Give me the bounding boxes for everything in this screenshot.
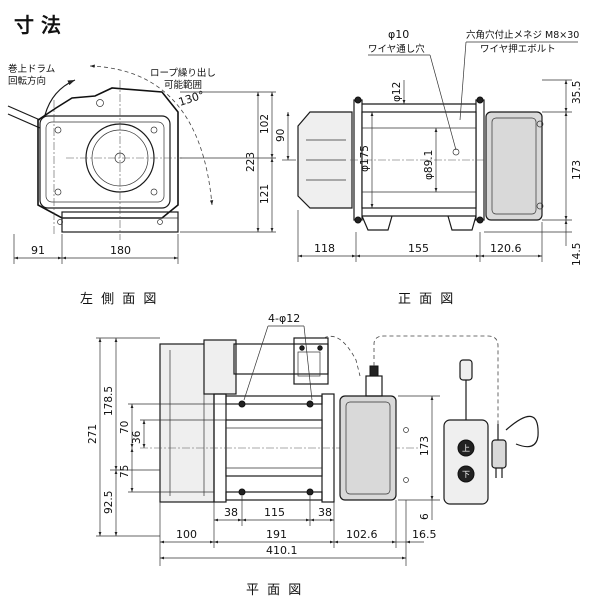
- dim-plan-173: 173: [419, 436, 431, 456]
- dim-plan-16-5: 16.5: [412, 528, 437, 541]
- dim-side-91: 91: [31, 244, 45, 257]
- dim-plan-271: 271: [87, 424, 99, 444]
- page-title: 寸 法: [14, 13, 61, 37]
- dim-front-120-6: 120.6: [490, 242, 522, 255]
- dim-plan-178-5: 178.5: [103, 386, 115, 416]
- rope-range-label-2: 可能範囲: [164, 79, 202, 91]
- dim-plan-75: 75: [119, 465, 131, 478]
- dim-plan-102-6: 102.6: [346, 528, 378, 541]
- plan-view-caption: 平 面 図: [246, 583, 303, 598]
- side-view-caption: 左 側 面 図: [80, 292, 158, 307]
- dim-front-173: 173: [571, 160, 583, 180]
- callout-bolt-label: ワイヤ押エボルト: [480, 43, 556, 55]
- plan-view: 上 下 4-φ12 271 178.5 92.5 70 36 75: [87, 312, 539, 598]
- dim-plan-191: 191: [266, 528, 287, 541]
- dim-front-35-5: 35.5: [571, 81, 583, 104]
- dim-front-14-5: 14.5: [571, 243, 583, 266]
- dim-side-180: 180: [110, 244, 131, 257]
- callout-hole-label: ワイヤ通し穴: [368, 43, 425, 55]
- dim-plan-100: 100: [176, 528, 197, 541]
- dim-front-118: 118: [314, 242, 335, 255]
- dim-side-121: 121: [259, 184, 271, 204]
- dim-plan-38b: 38: [318, 506, 332, 519]
- side-view: 巻上ドラム 回転方向 ロープ繰り出し 可能範囲 130°: [7, 63, 276, 307]
- drum-rotation-arrow: [44, 79, 76, 116]
- dim-side-102: 102: [259, 114, 271, 134]
- dim-front-phi89: φ89.1: [423, 150, 435, 180]
- angle-label: 130°: [177, 88, 206, 109]
- dim-plan-36: 36: [131, 430, 143, 444]
- dim-front-90: 90: [275, 129, 287, 142]
- front-view-caption: 正 面 図: [398, 292, 455, 307]
- dim-plan-115: 115: [264, 506, 285, 519]
- dim-plan-410-1: 410.1: [266, 544, 298, 557]
- drum-rotation-label-1: 巻上ドラム: [8, 63, 55, 75]
- pendant-down-button: 下: [462, 470, 470, 479]
- dim-front-phi12: φ12: [391, 82, 403, 102]
- callout-bolt: 六角穴付止メネジ M8×30: [466, 29, 579, 41]
- dim-front-phi175: φ175: [359, 145, 371, 172]
- rope-range-label-1: ロープ繰り出し: [150, 67, 216, 79]
- pendant-up-button: 上: [462, 444, 470, 453]
- dim-plan-70: 70: [119, 421, 131, 434]
- dim-side-223: 223: [245, 152, 257, 172]
- dim-plan-38a: 38: [224, 506, 238, 519]
- front-view: φ10 ワイヤ通し穴 六角穴付止メネジ M8×30 ワイヤ押エボルト φ12 φ…: [275, 28, 583, 307]
- dim-plan-6: 6: [419, 513, 431, 520]
- callout-hole: φ10: [388, 28, 409, 41]
- plan-holes-label: 4-φ12: [268, 312, 300, 325]
- drum-rotation-label-2: 回転方向: [8, 75, 46, 87]
- dim-front-155: 155: [408, 242, 429, 255]
- dim-plan-92-5: 92.5: [103, 491, 115, 514]
